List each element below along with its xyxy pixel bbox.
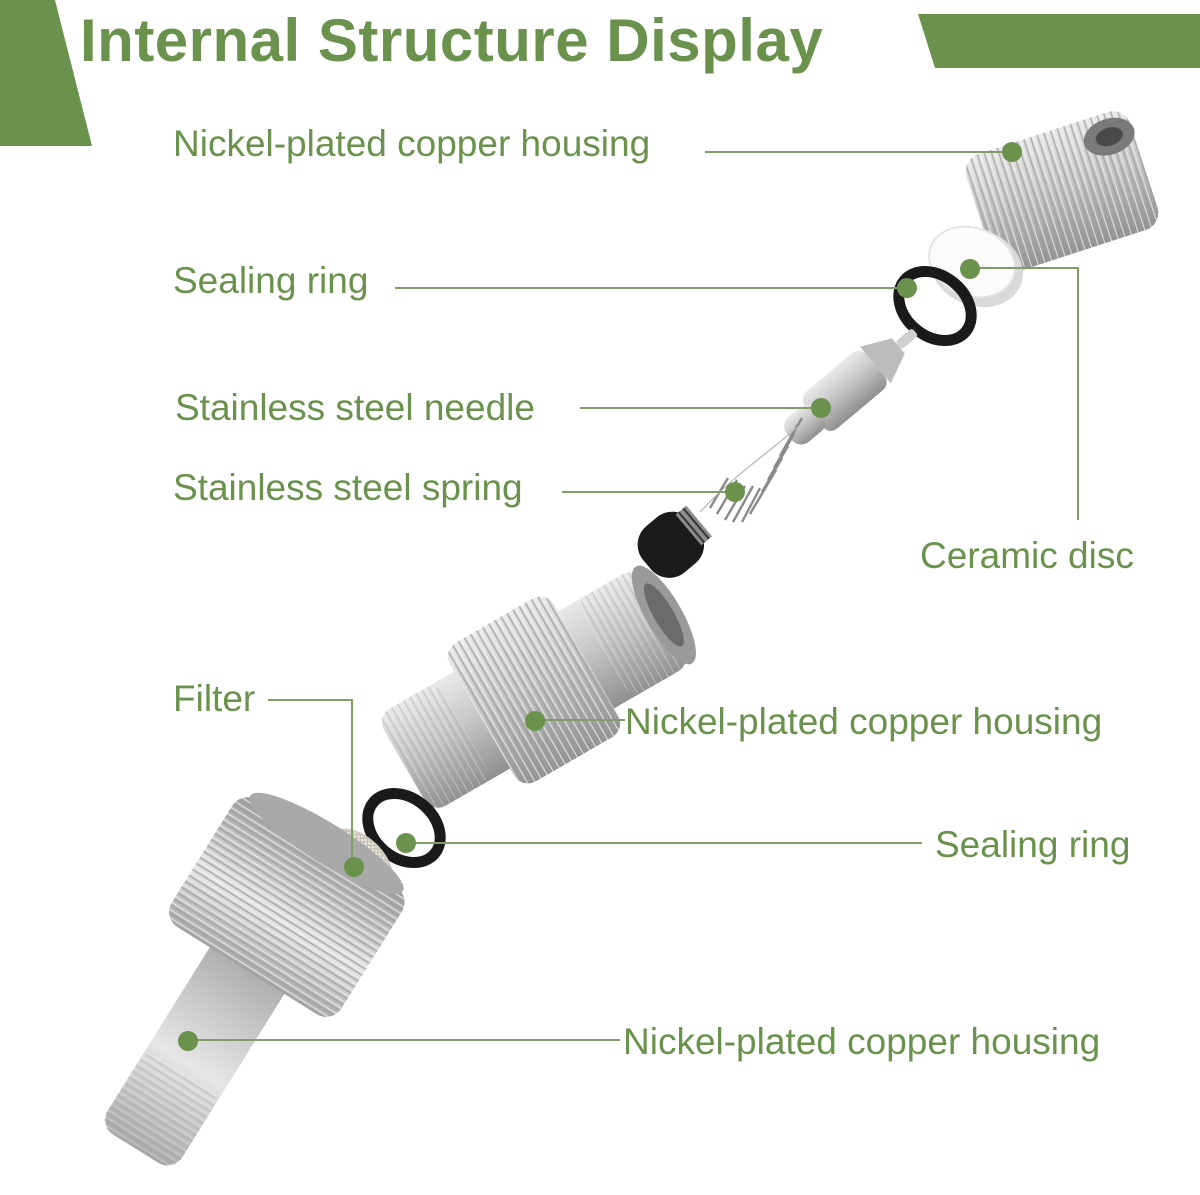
label-ceramic-disc: Ceramic disc (920, 535, 1134, 576)
dot-bottom-sealing-ring (396, 833, 416, 853)
dot-top-housing (1002, 142, 1022, 162)
dot-filter (344, 857, 364, 877)
label-top-sealing-ring: Sealing ring (173, 260, 369, 301)
leader-ceramic-disc (970, 267, 1079, 520)
page-title: Internal Structure Display (80, 7, 824, 74)
bottom-housing-part (103, 792, 405, 1167)
dot-middle-housing (525, 711, 545, 731)
callout-dots (178, 142, 1022, 1051)
dot-needle (811, 398, 831, 418)
label-filter: Filter (173, 678, 256, 719)
label-middle-housing: Nickel-plated copper housing (625, 701, 1103, 742)
label-bottom-housing: Nickel-plated copper housing (623, 1021, 1101, 1062)
dot-top-sealing-ring (897, 278, 917, 298)
label-top-housing: Nickel-plated copper housing (173, 123, 651, 164)
valve-part (637, 505, 713, 578)
bottom-sealing-ring-part (362, 788, 446, 868)
label-needle: Stainless steel needle (175, 387, 535, 428)
leader-filter (268, 699, 353, 866)
middle-housing-part (381, 565, 696, 809)
dot-spring (725, 482, 745, 502)
header-banner-left (0, 0, 92, 146)
label-bottom-sealing-ring: Sealing ring (935, 824, 1131, 865)
header-banner-right (918, 14, 1200, 68)
needle-part (784, 329, 918, 445)
leader-lines (188, 151, 1079, 1041)
dot-ceramic-disc (960, 259, 980, 279)
label-spring: Stainless steel spring (173, 467, 523, 508)
dot-bottom-housing (178, 1031, 198, 1051)
